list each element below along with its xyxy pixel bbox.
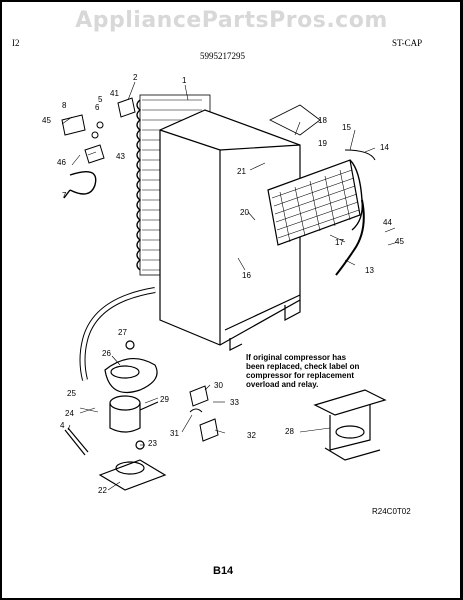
callout-8: 8 (62, 101, 67, 110)
diagram-code: R24C0T02 (372, 507, 411, 516)
callout-29: 29 (160, 395, 169, 404)
callout-31: 31 (170, 429, 179, 438)
power-cord (63, 171, 97, 199)
compressor (64, 395, 167, 491)
callout-27: 27 (118, 328, 127, 337)
watermark: AppliancePartsPros.com (75, 8, 388, 33)
callout-4: 4 (60, 421, 65, 430)
right-code: ST-CAP (392, 38, 423, 48)
callout-14: 14 (380, 143, 389, 152)
callout-44: 44 (383, 218, 392, 227)
refrigerator-cabinet (159, 104, 321, 351)
note-line-2: been replaced, check label on (246, 362, 360, 371)
callout-46: 46 (57, 158, 66, 167)
callout-16: 16 (242, 271, 251, 280)
callout-1: 1 (182, 76, 187, 85)
callout-25: 25 (67, 389, 76, 398)
callout-26: 26 (102, 349, 111, 358)
note-line-1: If original compressor has (246, 353, 347, 362)
callout-20: 20 (240, 208, 249, 217)
callout-45-right: 45 (395, 237, 404, 246)
callout-21: 21 (237, 167, 246, 176)
callout-28: 28 (285, 427, 294, 436)
callout-19: 19 (318, 139, 327, 148)
callout-13: 13 (365, 266, 374, 275)
compressor-assembly (313, 389, 387, 461)
note-line-3: compressor for replacement (246, 371, 355, 380)
note-line-4: overload and relay. (246, 380, 319, 389)
callout-17: 17 (335, 238, 344, 247)
callout-30: 30 (214, 381, 223, 390)
drain-pan (104, 340, 158, 394)
callout-7: 7 (62, 191, 67, 200)
leader-lines (61, 81, 399, 491)
left-code: I2 (12, 38, 20, 48)
callout-43: 43 (116, 152, 125, 161)
callout-18: 18 (318, 116, 327, 125)
defrost-timer (61, 97, 136, 164)
callout-15: 15 (342, 123, 351, 132)
callout-23: 23 (148, 439, 157, 448)
callout-41: 41 (110, 89, 119, 98)
callout-33: 33 (230, 398, 239, 407)
callout-numbers: 1 2 4 5 6 7 8 13 14 15 16 17 18 19 20 21… (42, 73, 404, 495)
callout-22: 22 (98, 486, 107, 495)
page-number: B14 (213, 565, 234, 577)
model-number: 5995217295 (200, 51, 245, 61)
callout-45-left: 45 (42, 116, 51, 125)
callout-32: 32 (247, 431, 256, 440)
callout-6: 6 (95, 103, 100, 112)
compressor-note: If original compressor has been replaced… (246, 353, 359, 389)
callout-5: 5 (98, 95, 103, 104)
relay-overload (189, 385, 219, 442)
evaporator-coil (267, 149, 376, 276)
callout-24: 24 (65, 409, 74, 418)
callout-2: 2 (133, 73, 138, 82)
